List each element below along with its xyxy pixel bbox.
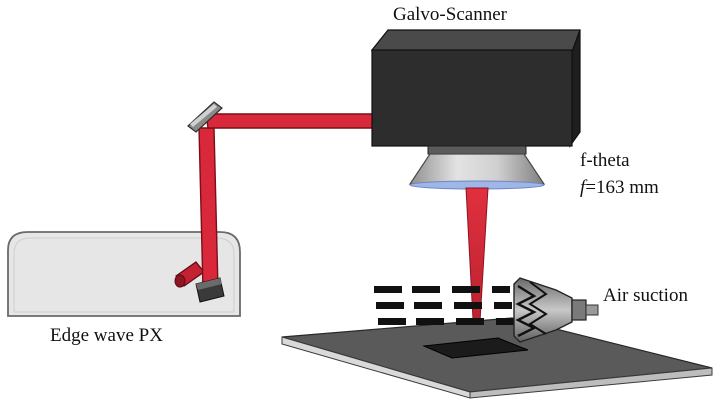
- turning-mirror: [187, 101, 223, 133]
- galvo-scanner: [370, 29, 581, 148]
- label-f-theta: f-theta: [580, 150, 630, 171]
- air-flow-lines: [374, 286, 514, 325]
- label-edge-wave-px: Edge wave PX: [50, 325, 163, 346]
- air-suction-nozzle: [513, 277, 599, 343]
- beam-vertical: [198, 127, 219, 291]
- beam-horizontal: [205, 113, 384, 129]
- beam-exit-block: [195, 277, 225, 303]
- label-galvo-scanner: Galvo-Scanner: [393, 4, 508, 25]
- beam-focused: [465, 187, 489, 339]
- label-air-suction: Air suction: [603, 285, 688, 306]
- f-theta-lens: [408, 145, 546, 190]
- workpiece: [422, 337, 529, 359]
- work-stage: [281, 317, 713, 399]
- label-focal-length: f=163 mm: [580, 177, 659, 198]
